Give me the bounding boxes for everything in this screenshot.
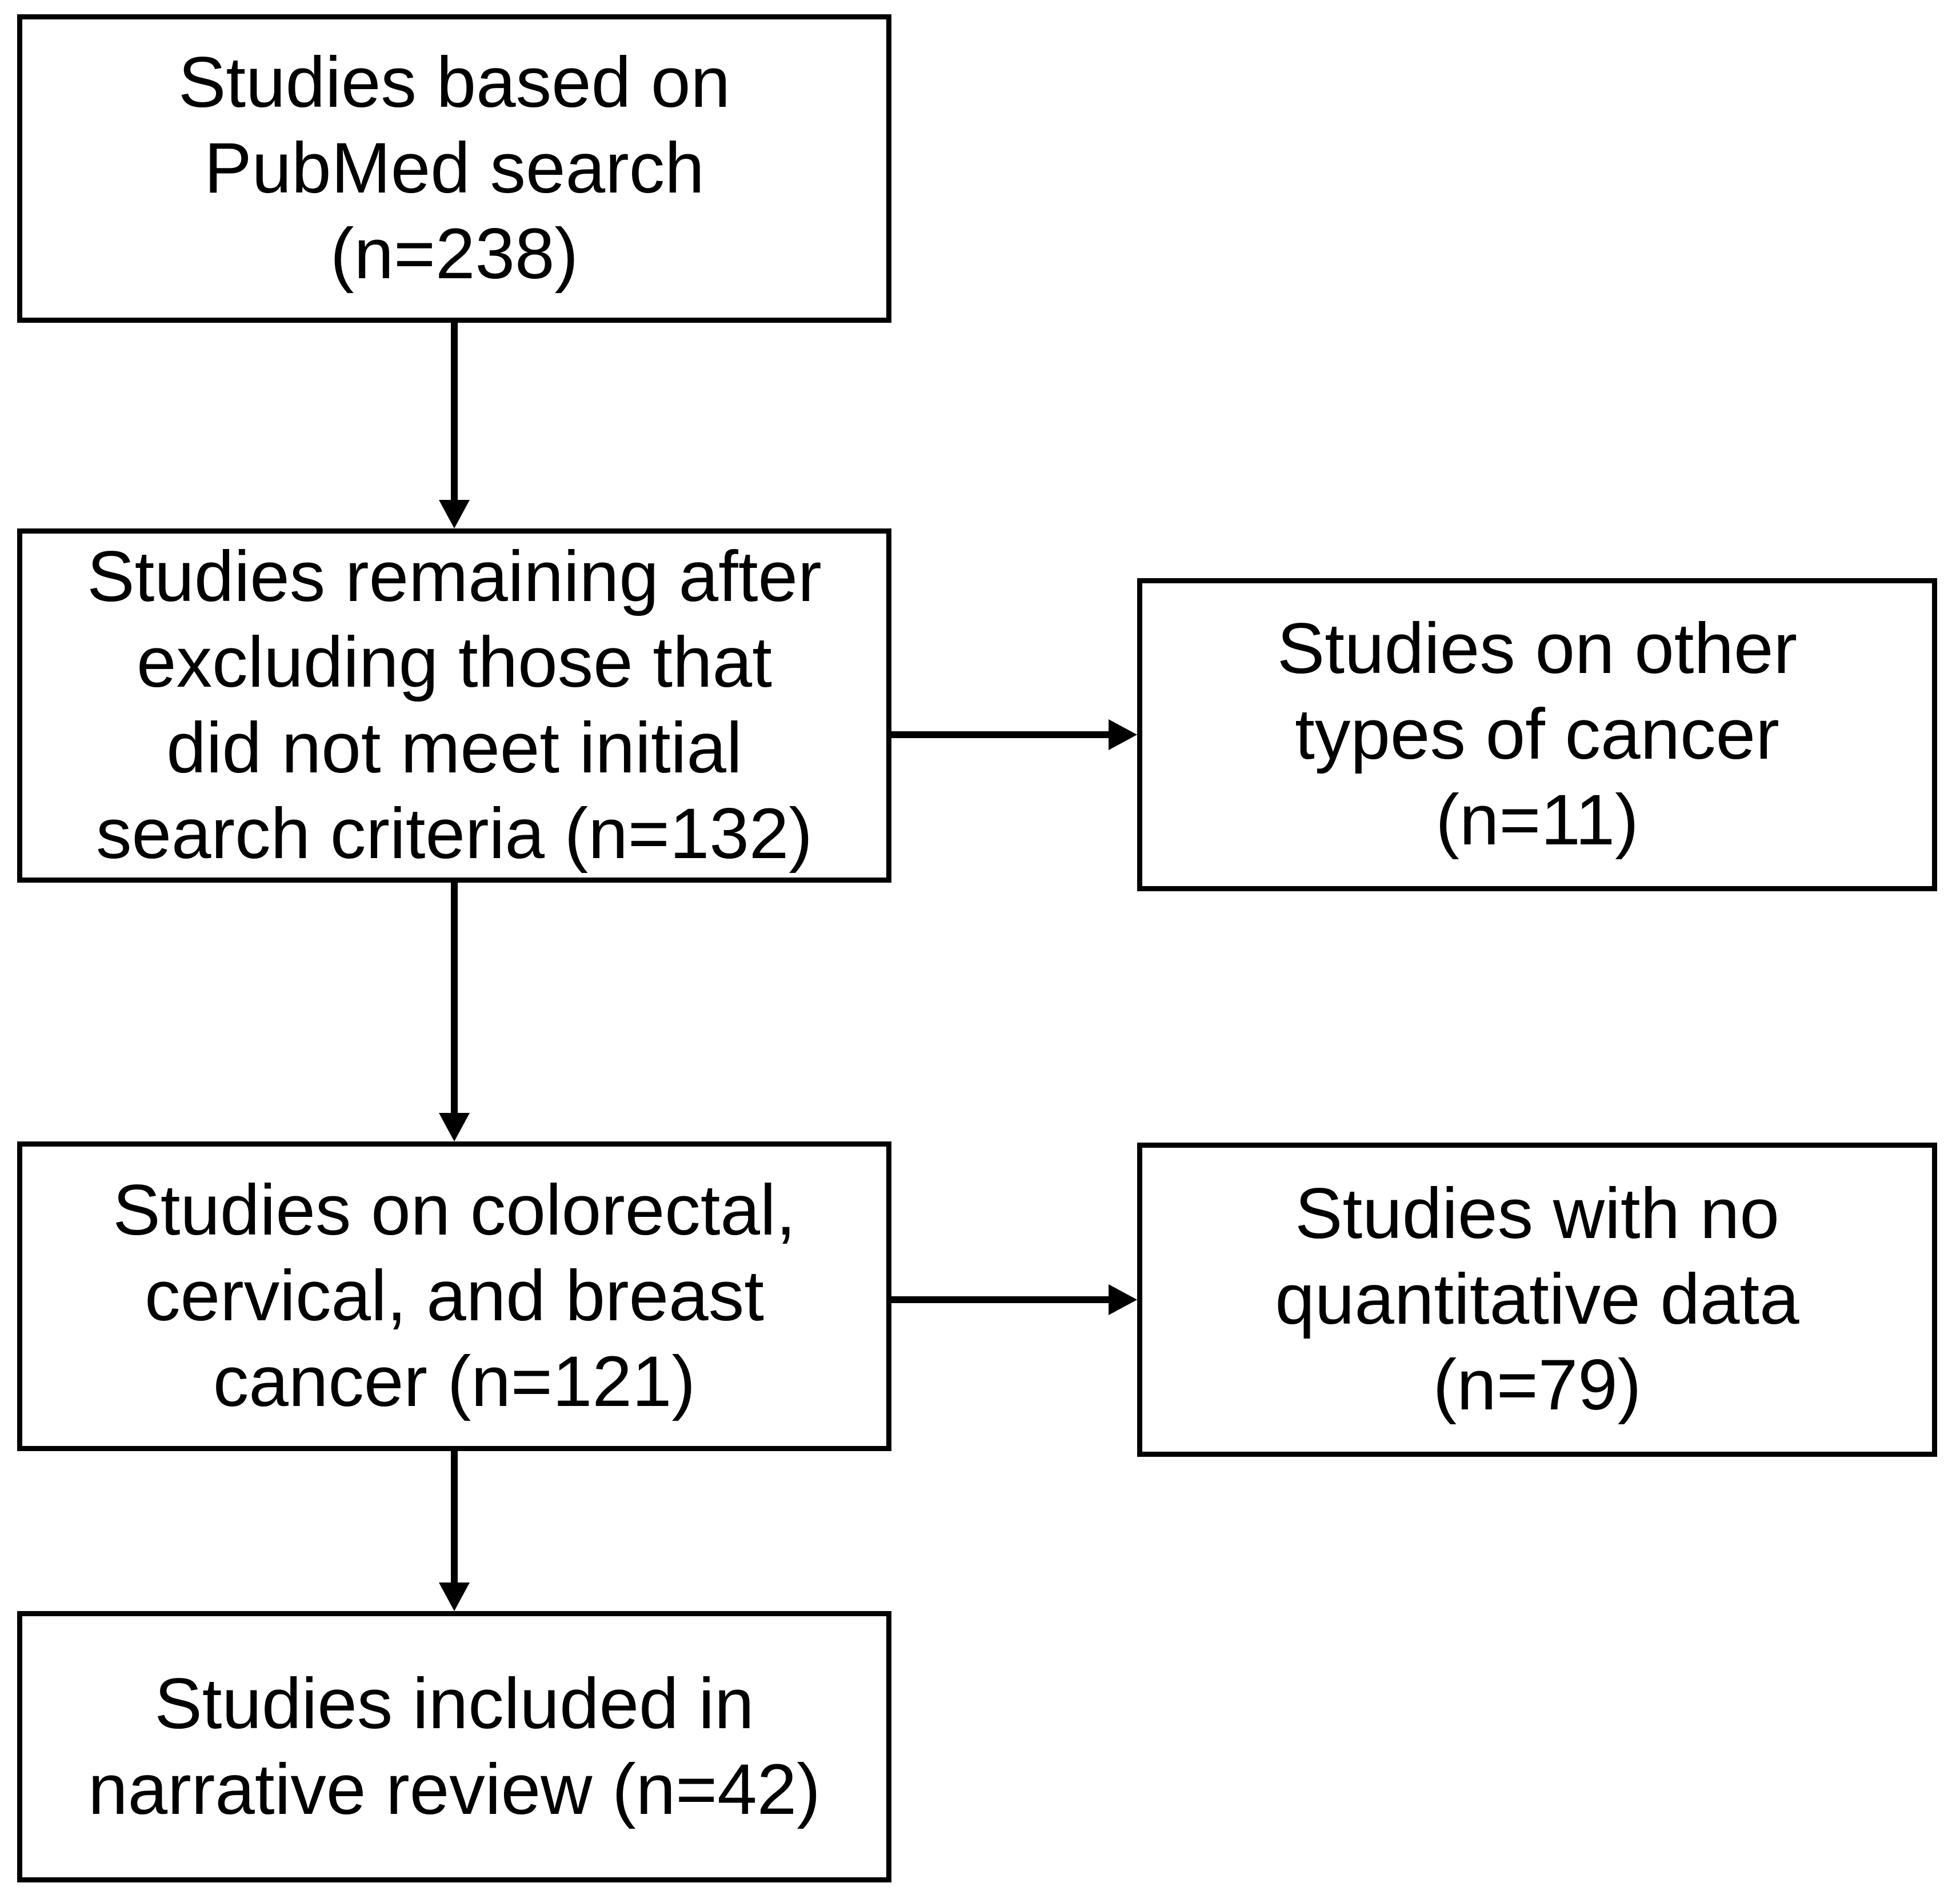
box-text-line: Studies on other: [1277, 609, 1798, 688]
arrow-cancer-types-to-excluded-no-quant: [890, 1296, 1110, 1303]
box-text-line: Studies based on: [178, 43, 730, 122]
box-text-line: (n=79): [1433, 1345, 1642, 1425]
box-after-initial-screening: Studies remaining after excluding those …: [17, 528, 891, 883]
box-excluded-no-quantitative-data: Studies with no quantitative data (n=79): [1137, 1143, 1937, 1457]
box-text-line: (n=238): [330, 214, 579, 294]
box-text-line: did not meet initial: [166, 708, 742, 788]
box-pubmed-search: Studies based on PubMed search (n=238): [17, 14, 891, 323]
arrowhead: [439, 1582, 470, 1611]
box-text-line: Studies with no: [1295, 1174, 1779, 1253]
arrowhead: [439, 500, 470, 528]
arrow-pubmed-to-screening: [451, 322, 458, 501]
box-text-line: cervical, and breast: [145, 1256, 764, 1336]
arrow-screening-to-excluded-other-cancer: [890, 731, 1110, 738]
box-text-line: Studies remaining after: [87, 537, 822, 616]
arrowhead: [439, 1113, 470, 1141]
arrowhead: [1109, 719, 1137, 750]
box-text-line: PubMed search: [204, 129, 705, 208]
box-text-line: search criteria (n=132): [95, 794, 813, 874]
box-text-line: quantitative data: [1275, 1260, 1799, 1339]
arrow-screening-to-cancer-types: [451, 882, 458, 1114]
box-text-line: excluding those that: [137, 623, 772, 702]
box-narrative-review-included: Studies included in narrative review (n=…: [17, 1611, 891, 1882]
box-text-line: (n=11): [1435, 780, 1639, 860]
box-colorectal-cervical-breast: Studies on colorectal, cervical, and bre…: [17, 1141, 891, 1451]
box-text-line: Studies on colorectal,: [113, 1171, 796, 1250]
box-text-line: narrative review (n=42): [88, 1749, 821, 1829]
box-text-line: types of cancer: [1295, 695, 1779, 774]
box-excluded-other-cancer-types: Studies on other types of cancer (n=11): [1137, 578, 1937, 891]
arrowhead: [1109, 1284, 1137, 1315]
arrow-cancer-types-to-included: [451, 1450, 458, 1584]
box-text-line: cancer (n=121): [213, 1342, 696, 1421]
box-text-line: Studies included in: [154, 1664, 754, 1744]
